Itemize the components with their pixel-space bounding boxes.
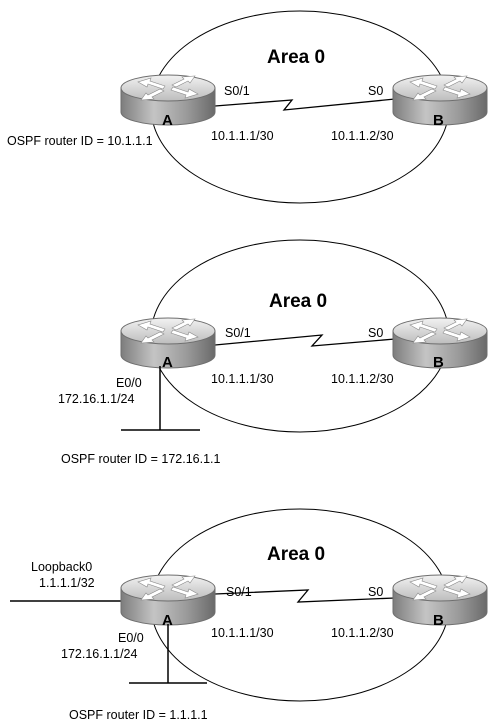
- router-b-serial-ip: 10.1.1.2/30: [331, 372, 394, 386]
- router-b-serial-ip: 10.1.1.2/30: [331, 129, 394, 143]
- ethernet-if: E0/0: [118, 631, 144, 645]
- router-a-letter: A: [162, 354, 173, 371]
- router-b-serial-if: S0: [368, 326, 383, 340]
- router-b-serial-if: S0: [368, 585, 383, 599]
- router-b-letter: B: [433, 612, 444, 629]
- loopback-if: Loopback0: [31, 560, 92, 574]
- router-a-serial-if: S0/1: [226, 585, 252, 599]
- router-b-serial-ip: 10.1.1.2/30: [331, 626, 394, 640]
- router-b-letter: B: [433, 354, 444, 371]
- ethernet-ip: 172.16.1.1/24: [61, 647, 138, 661]
- router-a-serial-ip: 10.1.1.1/30: [211, 372, 274, 386]
- panel-1: Area 0 A B S0/1 S0 10.1.1.1/30 10.1.1.2/…: [7, 10, 488, 204]
- panel-3: Area 0 A B S0/1 S0 10.1.1.1/30 10.1.1.2/…: [10, 508, 488, 722]
- router-b-letter: B: [433, 112, 444, 129]
- serial-link: [214, 589, 396, 603]
- serial-link: [214, 98, 396, 111]
- router-a-letter: A: [162, 612, 173, 629]
- ospf-router-id: OSPF router ID = 172.16.1.1: [61, 452, 221, 466]
- router-a-letter: A: [162, 112, 173, 129]
- router-a-serial-if: S0/1: [224, 84, 250, 98]
- router-a-serial-ip: 10.1.1.1/30: [211, 626, 274, 640]
- loopback-ip: 1.1.1.1/32: [39, 576, 95, 590]
- router-b-serial-if: S0: [368, 84, 383, 98]
- serial-link: [214, 334, 396, 347]
- area-label: Area 0: [267, 544, 325, 565]
- ethernet-if: E0/0: [116, 376, 142, 390]
- ethernet-ip: 172.16.1.1/24: [58, 392, 135, 406]
- panel-2: Area 0 A B S0/1 S0 10.1.1.1/30 10.1.1.2/…: [58, 239, 488, 466]
- area-label: Area 0: [269, 291, 327, 312]
- router-a-serial-ip: 10.1.1.1/30: [211, 129, 274, 143]
- ospf-router-id: OSPF router ID = 1.1.1.1: [69, 708, 208, 722]
- area-label: Area 0: [267, 47, 325, 68]
- router-a-serial-if: S0/1: [225, 326, 251, 340]
- ospf-router-id: OSPF router ID = 10.1.1.1: [7, 134, 153, 148]
